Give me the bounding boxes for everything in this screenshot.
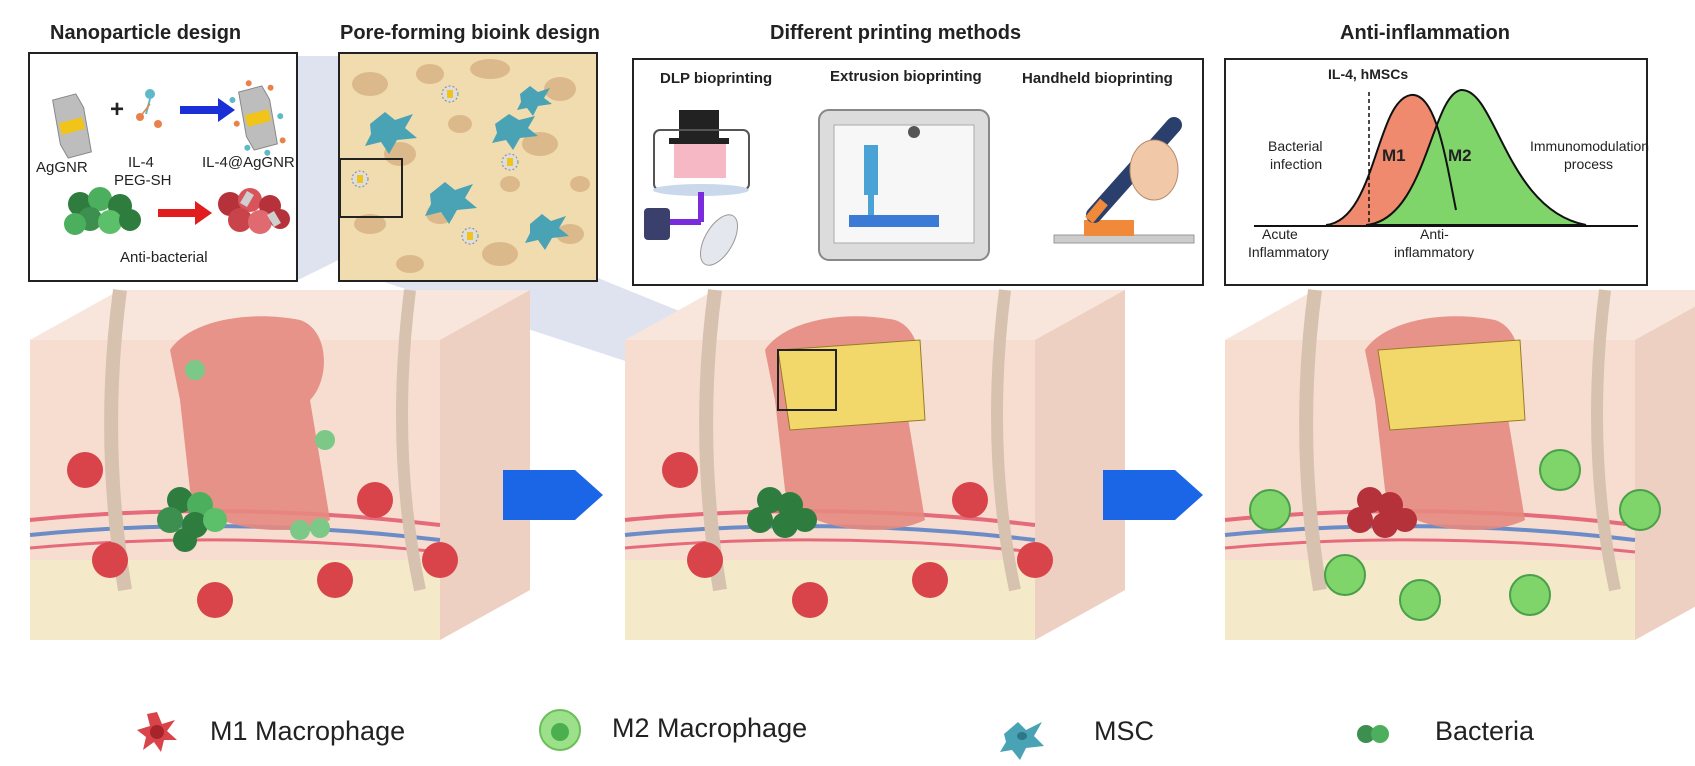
label-anti: Anti- xyxy=(1420,226,1449,242)
inflammation-panel: IL-4, hMSCs Bacterial infection M1 M2 Im… xyxy=(1224,58,1650,286)
inflammation-curve-chart xyxy=(1254,88,1638,227)
plus-sign: + xyxy=(110,96,125,123)
legend-m1-macrophage: M1 Macrophage xyxy=(210,716,406,746)
msc-icon xyxy=(1000,722,1044,760)
label-extrusion-bioprinting: Extrusion bioprinting xyxy=(830,68,982,85)
label-acute-inflammatory: Inflammatory xyxy=(1248,244,1329,260)
label-dlp-bioprinting: DLP bioprinting xyxy=(660,70,773,87)
bacteria-icon xyxy=(1357,725,1389,743)
label-handheld-bioprinting: Handheld bioprinting xyxy=(1022,70,1173,87)
title-nanoparticle-design: Nanoparticle design xyxy=(50,22,242,44)
bioink-illustration xyxy=(339,54,596,280)
label-immunomodulation: Immunomodulation xyxy=(1530,138,1650,154)
label-il4: IL-4 xyxy=(128,154,154,171)
process-arrow-2 xyxy=(1103,470,1203,520)
label-m1: M1 xyxy=(1382,146,1406,165)
title-bioink-design: Pore-forming bioink design xyxy=(340,22,601,44)
title-printing-methods: Different printing methods xyxy=(770,22,1022,44)
label-aggnr: AgGNR xyxy=(36,159,88,176)
bioink-panel xyxy=(338,52,598,282)
label-bacterial: Bacterial xyxy=(1268,138,1323,154)
legend-bacteria: Bacteria xyxy=(1435,716,1535,746)
bacteria-cluster-left xyxy=(157,360,335,552)
label-peg-sh: PEG-SH xyxy=(114,172,172,189)
label-infection: infection xyxy=(1270,156,1323,172)
printing-illustration xyxy=(644,109,1195,266)
title-anti-inflammation: Anti-inflammation xyxy=(1340,22,1510,44)
label-process: process xyxy=(1564,156,1614,172)
nanoparticle-illustration xyxy=(52,80,290,235)
scaffold-middle xyxy=(777,339,926,431)
printing-panel: DLP bioprinting Extrusion bioprinting Ha… xyxy=(632,58,1204,286)
scaffold-right xyxy=(1377,339,1526,431)
label-acute: Acute xyxy=(1262,226,1298,242)
label-anti-inflammatory: inflammatory xyxy=(1394,244,1475,260)
process-arrow-1 xyxy=(503,470,603,520)
nanoparticle-panel: + AgGNR IL-4 PEG-SH IL-4@AgGNR Anti-bact… xyxy=(28,52,298,282)
legend-m2-macrophage: M2 Macrophage xyxy=(612,713,808,743)
m2-macrophage-icon xyxy=(539,709,581,751)
label-m2: M2 xyxy=(1448,146,1472,165)
label-il4-hmscs: IL-4, hMSCs xyxy=(1328,66,1409,82)
label-il4-aggnr: IL-4@AgGNR xyxy=(202,154,295,171)
legend-msc: MSC xyxy=(1094,716,1154,746)
m1-macrophage-icon xyxy=(137,712,177,752)
label-anti-bacterial: Anti-bacterial xyxy=(120,249,208,266)
